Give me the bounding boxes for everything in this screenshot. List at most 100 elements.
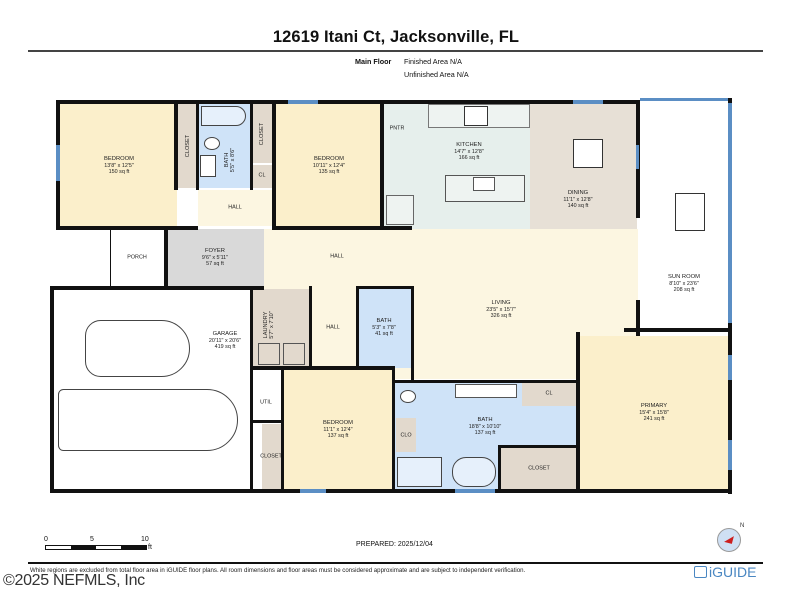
room-bedroom-1 — [60, 103, 177, 226]
wall — [174, 100, 178, 190]
room-cl-2 — [522, 383, 578, 406]
copyright: ©2025 NEFMLS, Inc — [3, 572, 145, 589]
wall — [196, 100, 199, 190]
compass-icon: N — [717, 523, 744, 552]
car-icon — [85, 320, 190, 377]
window — [288, 100, 318, 104]
wall — [50, 286, 264, 290]
wall — [498, 445, 501, 493]
wall — [411, 286, 414, 383]
vanity-sink-icon — [200, 155, 216, 177]
iguide-logo-icon — [694, 566, 707, 578]
wall — [50, 489, 732, 493]
wall — [164, 229, 168, 289]
wall — [576, 332, 580, 493]
room-closet-1 — [177, 103, 198, 188]
window — [728, 355, 732, 380]
wall — [309, 286, 312, 369]
wall — [281, 366, 284, 493]
window — [56, 145, 60, 181]
room-label-hall-1: HALL — [228, 204, 242, 211]
room-label-closet-2: CLOSET — [258, 122, 265, 146]
room-primary — [579, 336, 730, 490]
floor-label: Main Floor — [355, 57, 392, 66]
room-dining — [530, 103, 637, 234]
window — [640, 98, 728, 101]
room-label-closet-3: CLOSET — [260, 453, 282, 460]
room-bedroom-2 — [275, 103, 382, 227]
wall — [56, 226, 198, 230]
room-foyer — [168, 229, 264, 287]
room-laundry — [252, 289, 310, 368]
room-label-hall-3: HALL — [326, 324, 340, 331]
washer-icon — [258, 343, 280, 365]
room-closet-4 — [500, 447, 578, 490]
sunroom-table-icon — [675, 193, 705, 231]
room-cl-1 — [252, 165, 272, 188]
window — [636, 145, 639, 169]
sink-icon — [473, 177, 495, 191]
wall — [56, 100, 640, 104]
iguide-logo: iGUIDE — [694, 564, 756, 580]
window — [573, 100, 603, 104]
room-porch — [110, 230, 168, 286]
wall — [250, 420, 284, 423]
wall — [50, 286, 54, 493]
finished-area: Finished Area N/A — [404, 57, 462, 66]
bathtub-icon — [452, 457, 496, 487]
room-label-porch: PORCH — [127, 254, 147, 261]
scale-bar — [45, 545, 147, 550]
prepared-date: PREPARED: 2025/12/04 — [356, 541, 433, 548]
window — [728, 103, 732, 323]
title-divider — [28, 50, 763, 52]
shower-icon — [397, 457, 442, 487]
wall — [250, 286, 253, 493]
wall — [624, 328, 730, 332]
room-bath-2 — [358, 289, 412, 368]
wall — [250, 366, 392, 370]
room-clo — [396, 418, 416, 452]
room-label-clo: CLO — [400, 432, 412, 439]
toilet-icon — [204, 137, 220, 150]
room-hall-3 — [312, 289, 357, 368]
double-vanity-icon — [455, 384, 517, 398]
window — [455, 489, 495, 493]
page-title: 12619 Itani Ct, Jacksonville, FL — [272, 28, 520, 46]
truck-icon — [58, 389, 238, 451]
room-hall-1 — [198, 190, 273, 226]
dryer-icon — [283, 343, 305, 365]
refrigerator-icon — [386, 195, 414, 225]
window — [300, 489, 326, 493]
wall — [380, 100, 384, 230]
wall — [272, 100, 276, 230]
toilet-icon — [400, 390, 416, 403]
room-label-closet-1: CLOSET — [184, 134, 191, 158]
room-label-hall-2: HALL — [330, 253, 344, 260]
room-label-util: UTIL — [260, 399, 272, 406]
room-closet-2 — [252, 103, 272, 163]
room-label-pantry: PNTR — [389, 125, 405, 132]
disclaimer: White regions are excluded from total fl… — [30, 567, 526, 574]
room-closet-3 — [262, 424, 282, 490]
wall — [356, 286, 414, 289]
wall — [636, 300, 640, 336]
stove-icon — [464, 106, 488, 126]
wall — [498, 445, 578, 448]
window — [728, 440, 732, 470]
room-label-cl-2: CL — [545, 390, 553, 397]
room-util — [253, 370, 281, 422]
